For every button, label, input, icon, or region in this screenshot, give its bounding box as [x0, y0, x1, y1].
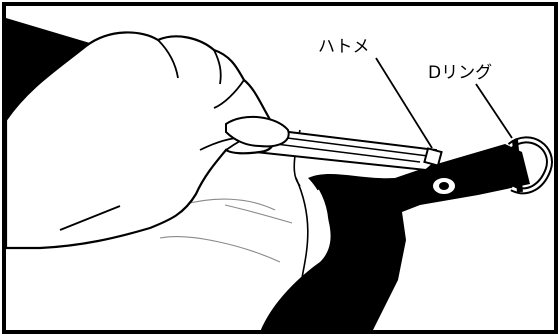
label-eyelet: ハトメ [318, 37, 370, 57]
label-d-ring: Dリング [428, 63, 492, 83]
eyelet [432, 177, 456, 195]
